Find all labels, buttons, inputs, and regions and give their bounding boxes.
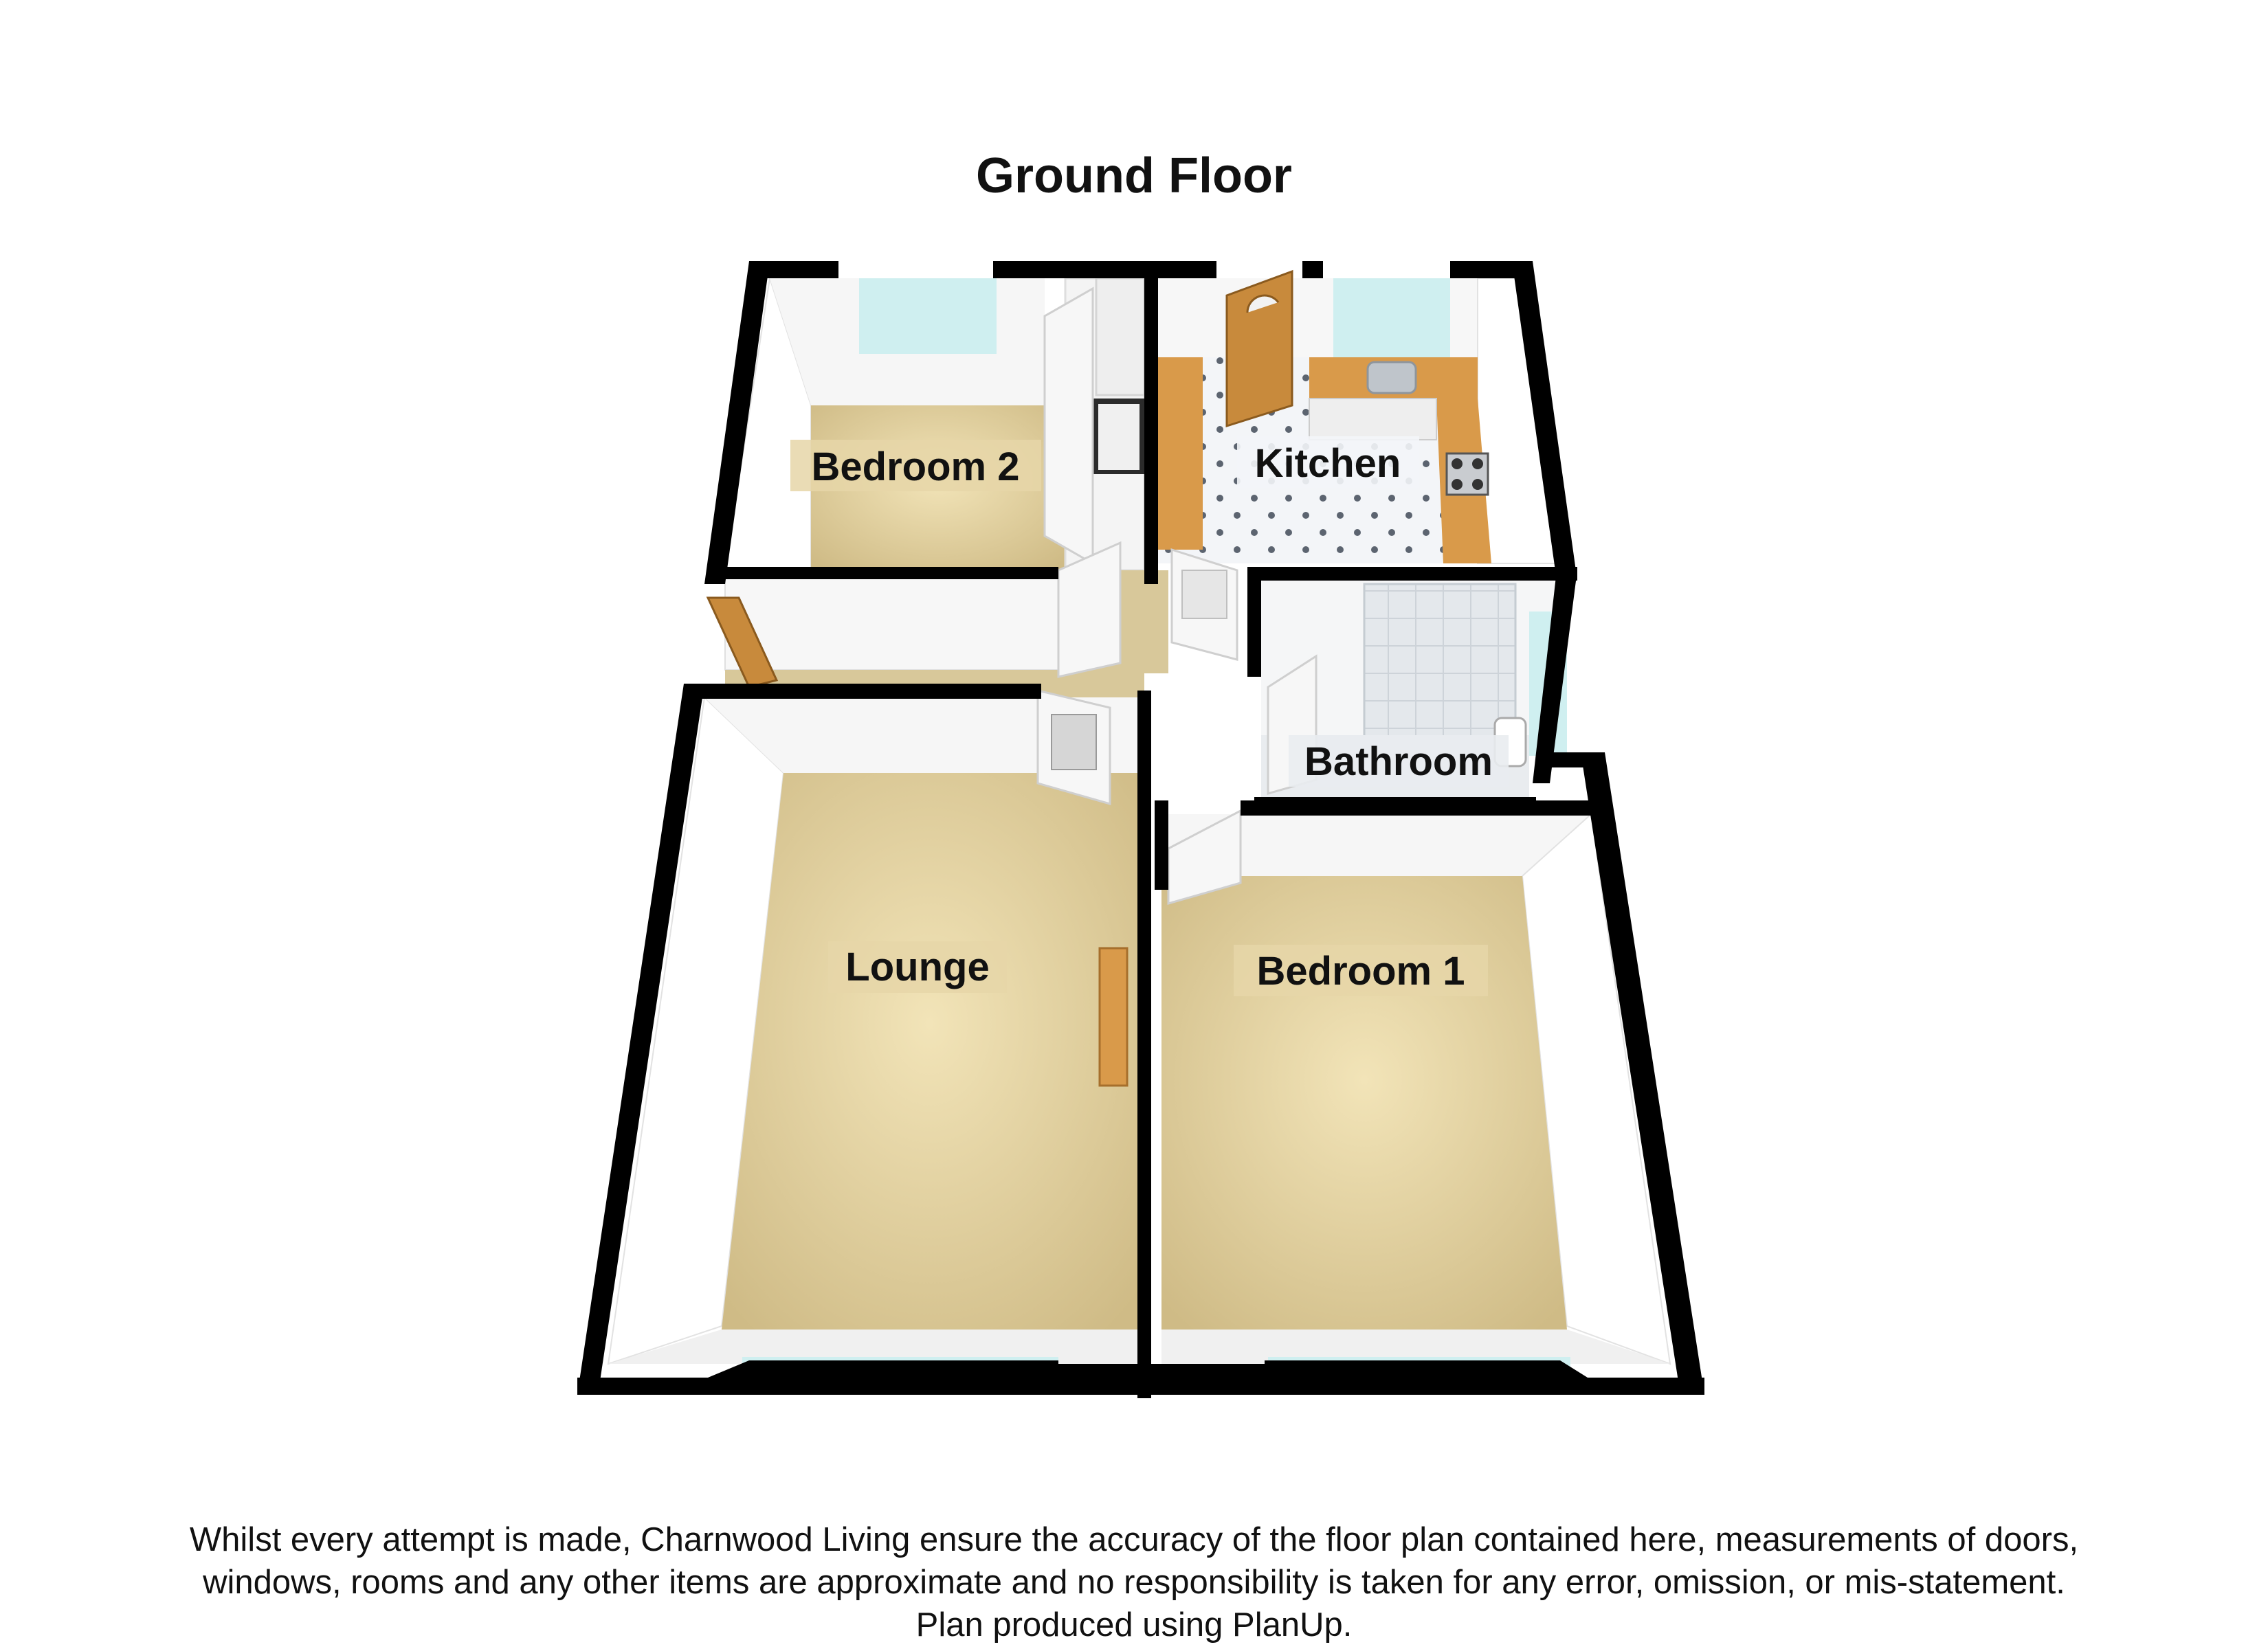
label-bg-kitchen bbox=[1237, 436, 1419, 488]
bedroom-1-wall-right bbox=[1521, 813, 1671, 1365]
bathroom-shower bbox=[1363, 583, 1517, 757]
bedroom-2-label: Bedroom 2 bbox=[812, 445, 1020, 489]
kitchen-hob bbox=[1445, 452, 1489, 496]
room-labels: Bedroom 2 Kitchen Bathroom Lounge Bedroo… bbox=[790, 436, 1509, 996]
page-title: Ground Floor bbox=[976, 148, 1292, 203]
wall-bedroom2-left bbox=[704, 261, 770, 584]
label-bg-bathroom bbox=[1289, 735, 1509, 787]
wall-bedroom2-top-left bbox=[749, 261, 838, 278]
bedroom-2 bbox=[724, 278, 1065, 571]
wall-bedroom1-front bbox=[1265, 1360, 1704, 1395]
lounge-wall-back bbox=[704, 697, 1137, 773]
wall-kitchen-right bbox=[1512, 261, 1577, 581]
lounge-floor bbox=[722, 773, 1137, 1330]
walls bbox=[577, 261, 1704, 1398]
kitchen bbox=[1158, 269, 1561, 564]
bedroom-1-label: Bedroom 1 bbox=[1257, 949, 1465, 994]
wall-bedroom2-bottom bbox=[715, 567, 1058, 579]
disclaimer-line-3: Plan produced using PlanUp. bbox=[915, 1606, 1353, 1644]
label-bg-bedroom1 bbox=[1234, 945, 1488, 996]
kitchen-door bbox=[1170, 548, 1238, 661]
hallway-wall bbox=[724, 570, 1063, 671]
bedroom-1 bbox=[1161, 809, 1671, 1371]
wall-kitchen-top bbox=[1302, 261, 1323, 278]
wall-centre-divider bbox=[1137, 691, 1151, 1398]
bedroom-1-wall-back bbox=[1161, 814, 1591, 876]
wall-lounge-left bbox=[577, 684, 704, 1395]
disclaimer-line-2: windows, rooms and any other items are a… bbox=[203, 1564, 2065, 1601]
label-bg-bedroom2 bbox=[790, 440, 1041, 491]
lounge-fireplace bbox=[1098, 947, 1129, 1087]
kitchen-cabinets bbox=[1309, 398, 1437, 440]
side-door bbox=[706, 596, 779, 688]
kitchen-label: Kitchen bbox=[1255, 441, 1401, 486]
hall-door bbox=[1057, 541, 1122, 678]
wall-hall-right bbox=[1155, 800, 1168, 890]
label-bg-lounge bbox=[828, 941, 1007, 993]
wall-bathroom-left bbox=[1247, 567, 1261, 677]
lounge-wall-left bbox=[607, 695, 785, 1365]
disclaimer: Whilst every attempt is made, Charnwood … bbox=[0, 1518, 2268, 1646]
kitchen-window bbox=[1333, 278, 1450, 357]
bedroom-1-floor bbox=[1161, 876, 1567, 1330]
wall-bedroom1-top bbox=[1241, 800, 1598, 816]
wall-lounge-front bbox=[577, 1360, 1058, 1395]
wall-between-b2-kitchen bbox=[1144, 261, 1158, 584]
lounge bbox=[607, 689, 1137, 1371]
wall-bedroom2-top-right bbox=[993, 261, 1089, 278]
wall-bedroom1-right bbox=[1581, 752, 1704, 1395]
wall-bedroom1-top-step bbox=[1550, 752, 1605, 767]
bathroom-label: Bathroom bbox=[1304, 739, 1493, 784]
cupboard-door bbox=[1043, 287, 1094, 565]
lounge-label: Lounge bbox=[845, 945, 989, 989]
wall-front-centre bbox=[1052, 1364, 1265, 1395]
kitchen-sink bbox=[1366, 361, 1417, 394]
bedroom-2-window bbox=[859, 278, 997, 354]
lounge-wall-front bbox=[608, 1330, 1137, 1364]
wall-bathroom-right bbox=[1533, 570, 1577, 783]
wall-kitchen-bottom bbox=[1254, 567, 1577, 581]
wall-lounge-top bbox=[684, 684, 1041, 699]
disclaimer-line-1: Whilst every attempt is made, Charnwood … bbox=[189, 1521, 2079, 1558]
bedroom-1-wall-front bbox=[1161, 1330, 1670, 1364]
kitchen-worktop-left bbox=[1158, 357, 1203, 550]
lounge-door bbox=[1036, 689, 1111, 805]
front-door bbox=[1225, 269, 1293, 428]
